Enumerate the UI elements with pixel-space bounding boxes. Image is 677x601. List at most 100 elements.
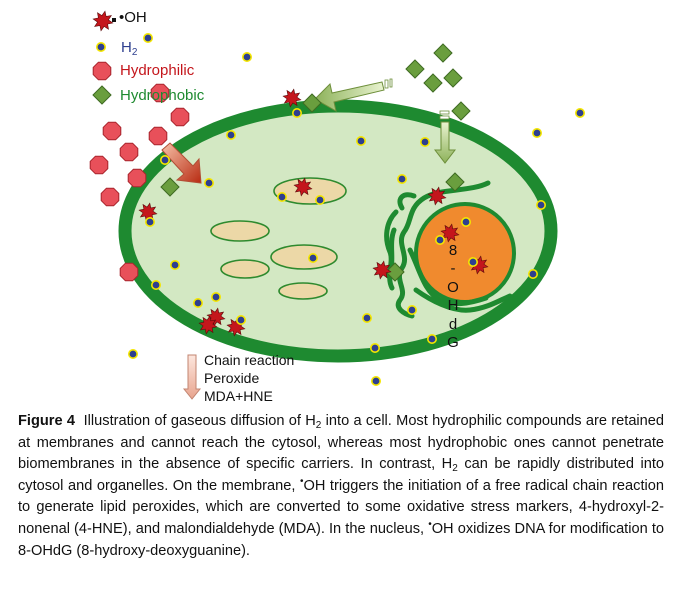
caption-sub: 2 (452, 463, 458, 475)
hydrophilic-octagon (170, 107, 190, 127)
h2-dot (236, 314, 247, 325)
hydrophobic-diamond (92, 85, 112, 105)
caption-text: can be rapidly distributed into cytosol … (18, 456, 665, 494)
hydrophilic-octagon (92, 61, 112, 81)
h2-dot (128, 348, 139, 359)
organelle (270, 244, 338, 270)
h2-dot (242, 51, 253, 62)
h2-dot (419, 137, 430, 148)
hydrophilic-octagon (127, 168, 147, 188)
h2-dot (396, 174, 407, 185)
8-ohdg-label: 8 - O H d G (446, 242, 460, 352)
h2-dot (467, 256, 478, 267)
h2-dot (535, 200, 546, 211)
caption-text: OH oxidizes DNA for modification to 8-OH… (18, 520, 665, 559)
h2-dot (211, 291, 222, 302)
h2-dot (96, 41, 107, 52)
arrow-hydrophobic-down (433, 110, 457, 164)
h2-dot (314, 195, 325, 206)
hydrophilic-octagon (148, 126, 168, 146)
h2-dot (276, 192, 287, 203)
h2-dot (426, 333, 437, 344)
h2-dot (527, 268, 538, 279)
h2-dot (151, 279, 162, 290)
h2-dot (204, 178, 215, 189)
radical-burst (282, 88, 302, 108)
figure-caption: Figure 4 Illustration of gaseous diffusi… (18, 411, 664, 562)
ohdg-char: H (447, 297, 459, 315)
organelle (273, 177, 347, 205)
h2-dot (531, 128, 542, 139)
h2-dot (406, 304, 417, 315)
ohdg-char: G (447, 334, 459, 352)
radical-burst (198, 315, 218, 335)
organelle (278, 282, 328, 300)
hydrophilic-octagon (102, 121, 122, 141)
hydrophilic-octagon (89, 155, 109, 175)
hydrogen-molecules (128, 32, 585, 386)
legend-oh-dot (112, 18, 116, 22)
hydrophobic-diamond (445, 172, 465, 192)
radical-burst (372, 260, 392, 280)
hydrophilic-octagon (100, 187, 120, 207)
legend-oh-label: •OH (119, 9, 147, 26)
legend-icons (92, 10, 116, 105)
hydrophilic-molecules (89, 83, 190, 282)
legend-hydrophobic-label: Hydrophobic (120, 87, 205, 104)
h2-dot (355, 136, 366, 147)
peroxide-label: Peroxide (204, 370, 260, 386)
organelles (210, 177, 347, 300)
caption-text: Illustration of gaseous diffusion of H (83, 413, 316, 429)
h2-dot (369, 342, 380, 353)
h2-dot (361, 312, 372, 323)
organelle (220, 259, 270, 279)
ohdg-char: - (450, 260, 456, 278)
organelle (210, 220, 270, 242)
hydrophobic-diamond (160, 177, 180, 197)
hydrophobic-diamond (385, 262, 405, 282)
h2-dot (193, 297, 204, 308)
hydrophobic-diamond (405, 59, 425, 79)
hydrophilic-octagon (150, 83, 170, 103)
ohdg-char: 8 (448, 242, 458, 259)
caption-dot: • (428, 519, 432, 531)
caption-dot: • (299, 475, 304, 487)
caption-sub: 2 (315, 420, 322, 431)
h2-dot (434, 235, 445, 246)
h2-dot (226, 130, 237, 141)
radical-burst (293, 177, 313, 197)
legend-h2-label: H2 (121, 39, 138, 58)
h2-dot (145, 217, 156, 228)
h2-dot (460, 217, 471, 228)
hydrophilic-octagon (119, 262, 139, 282)
chain-reaction-label: Chain reaction (204, 352, 295, 368)
caption-text: into a cell. Most hydrophilic compounds … (18, 413, 665, 473)
radical-burst (440, 223, 460, 243)
hydrophilic-octagon (119, 142, 139, 162)
hydrophobic-diamond (302, 93, 322, 113)
hydrophobic-diamond (451, 101, 471, 121)
h2-dot (370, 375, 381, 386)
h2-dot (143, 32, 154, 43)
h2-dot (307, 253, 318, 264)
mda-hne-label: MDA+HNE (204, 388, 273, 404)
h2-dot (574, 108, 585, 119)
h2-dot (291, 108, 302, 119)
radical-burst (92, 10, 114, 32)
hydrophobic-diamond (423, 73, 443, 93)
arrow-hydrophilic-blocked (161, 142, 202, 184)
caption-text: OH triggers the initiation of a free rad… (18, 477, 664, 537)
figure-label: Figure 4 (18, 413, 76, 429)
arrow-hydrophobic-entry (314, 78, 393, 112)
arrow-chain-reaction (182, 354, 202, 400)
cell-diagram (89, 10, 585, 400)
ohdg-char: d (448, 315, 458, 333)
legend-hydrophilic-label: Hydrophilic (120, 62, 195, 79)
radical-burst (427, 186, 447, 206)
h2-dot (170, 259, 181, 270)
hydrophobic-molecules (160, 43, 471, 282)
hydrophobic-diamond (443, 68, 463, 88)
ohdg-char: O (447, 278, 459, 296)
hydrophobic-diamond (433, 43, 453, 63)
h2-dot (160, 155, 171, 166)
